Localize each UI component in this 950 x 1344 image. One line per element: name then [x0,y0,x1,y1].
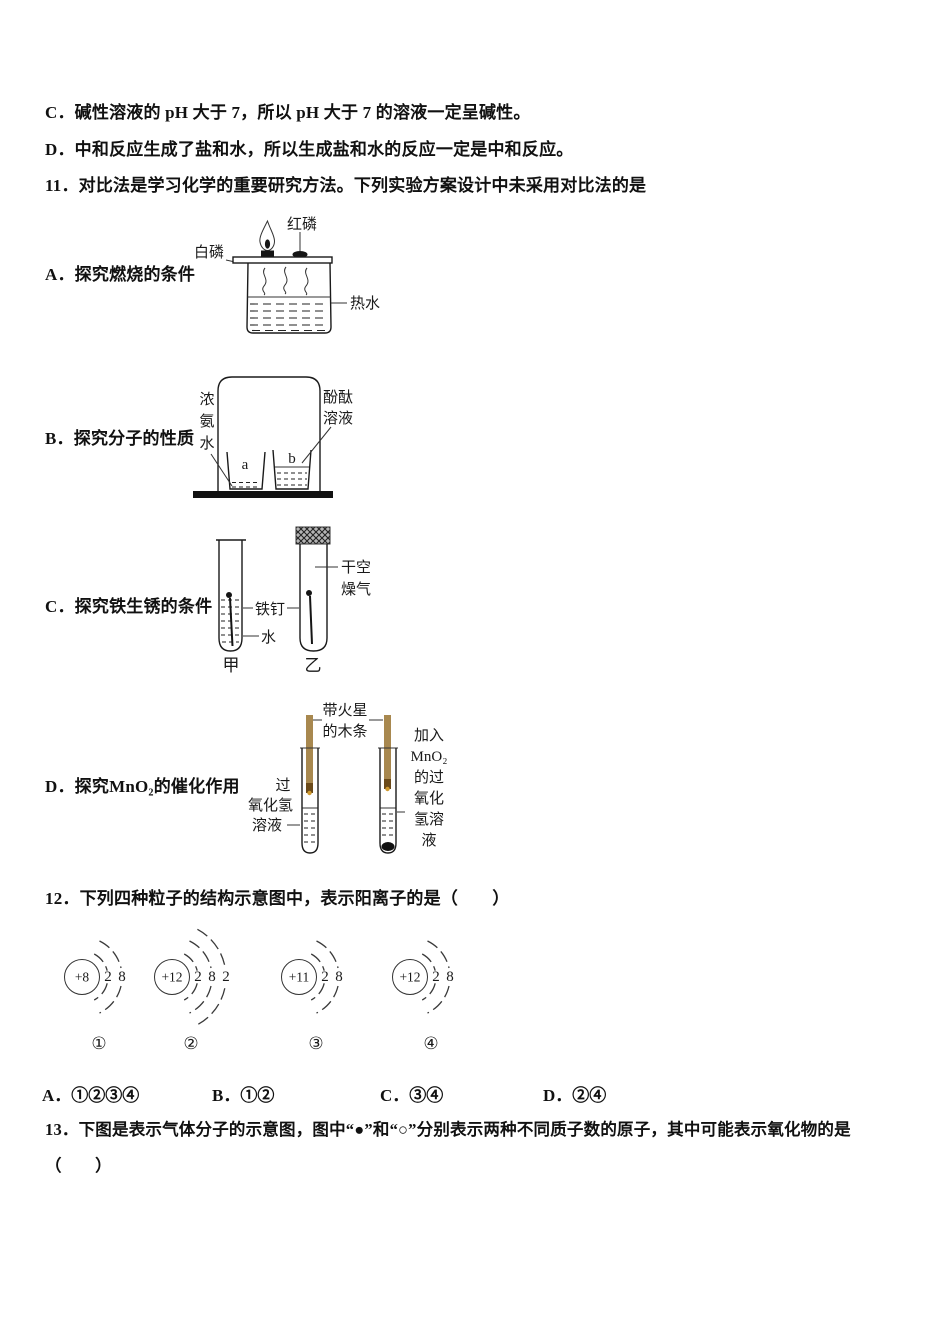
rubber-stopper [295,526,331,545]
svg-text:氢溶: 氢溶 [414,811,444,828]
test-tube-left [216,539,246,652]
shell-count: 2 [432,969,440,985]
shell-count: 2 [222,969,230,985]
nucleus-charge: +8 [75,970,90,985]
shell-count: 8 [335,969,343,985]
label-water: 水 [261,629,276,646]
particle-diagram-3: +11 2 8 ③ [281,940,343,1053]
svg-text:水: 水 [199,435,214,452]
label-phenolphthalein: 酚酞 溶液 [323,389,353,427]
question-13-line1: 13．下图是表示气体分子的示意图，图中“●”和“○”分别表示两种不同质子数的原子… [45,1120,851,1139]
shell-count: 2 [104,969,112,985]
nucleus-charge: +11 [289,970,310,985]
experiment-d-title: D．探究MnO₂的催化作用 [45,777,240,796]
base-board [193,491,333,498]
shell-count: 8 [446,969,454,985]
label-tube-yi: 乙 [305,656,322,675]
wood-splint-right [384,715,391,792]
svg-text:溶液: 溶液 [323,410,353,427]
particle-diagram-2: +12 2 8 2 ② [154,928,230,1053]
svg-text:氨: 氨 [199,413,214,430]
experiment-b-title: B．探究分子的性质 [45,429,195,448]
beaker-a: a [226,451,266,490]
shell-count: 8 [208,969,216,985]
label-glowing-splint: 带火星 的木条 [322,702,367,740]
label-hot-water: 热水 [350,295,380,312]
svg-text:液: 液 [421,832,436,849]
ammonia-pointer-line [210,453,233,487]
q12-option-a: A．①②③④ [42,1086,140,1105]
svg-text:的过: 的过 [414,769,444,786]
question-12: 12．下列四种粒子的结构示意图中，表示阳离子的是（ ） [45,889,510,908]
label-ammonia: 浓 氨 水 [199,391,214,452]
statement-option-c: C．碱性溶液的 pH 大于 7，所以 pH 大于 7 的溶液一定呈碱性。 [45,103,531,122]
test-tube-h2o2-mno2 [378,747,398,854]
test-tube-right [295,526,331,652]
nucleus-charge: +12 [161,970,182,985]
svg-text:过: 过 [275,777,290,794]
plate [232,256,333,264]
figure-particle-diagrams: +8 2 8 ① +12 2 8 2 ② +11 [64,928,454,1053]
mno2-powder [381,842,395,851]
beaker-b-letter: b [288,451,296,467]
particle-number-label: ③ [308,1034,323,1053]
nucleus-charge: +12 [399,970,420,985]
iron-nail-right [306,590,313,645]
particle-number-label: ① [91,1034,106,1053]
q12-option-c: C．③④ [380,1086,444,1105]
figure-b-molecule-properties: a b 浓 氨 水 酚酞 溶液 [193,376,353,498]
q12-option-d: D．②④ [543,1086,607,1105]
label-h2o2-solution: 过 氧化氢 溶液 [248,777,293,834]
statement-option-d: D．中和反应生成了盐和水，所以生成盐和水的反应一定是中和反应。 [45,140,574,159]
svg-text:酚酞: 酚酞 [323,389,353,406]
iron-nail-left [226,592,234,647]
label-h2o2-with-mno2: 加入 MnO₂ 的过 氧化 氢溶 液 [411,727,448,849]
experiment-a-title: A．探究燃烧的条件 [45,265,196,284]
svg-text:氧化氢: 氧化氢 [248,797,293,814]
svg-text:溶液: 溶液 [252,817,282,834]
particle-diagram-4: +12 2 8 ④ [392,940,454,1053]
figure-c-iron-rusting: 甲 乙 铁钉 水 干空 燥气 [216,526,371,675]
label-red-phosphorus: 红磷 [287,216,317,233]
shell-count: 2 [321,969,329,985]
beaker-hot-water [246,262,332,334]
svg-text:的木条: 的木条 [322,723,367,740]
question-11: 11．对比法是学习化学的重要研究方法。下列实验方案设计中未采用对比法的是 [45,176,647,195]
question-13-line2: （ ） [45,1156,112,1175]
phenolphthalein-pointer-line [301,426,332,464]
figure-d-mno2-catalysis: 带火星 的木条 [248,702,448,854]
particle-number-label: ② [183,1034,198,1053]
svg-text:氧化: 氧化 [414,790,444,807]
red-phosphorus-blob [292,251,308,258]
wood-splint-left [306,715,313,796]
experiment-c-title: C．探究铁生锈的条件 [45,597,213,616]
bell-jar [217,376,321,491]
label-dry-air: 干空 燥气 [341,559,371,598]
svg-text:干空: 干空 [341,559,371,576]
figure-a-burning-conditions: 红磷 白磷 热水 [194,216,380,334]
shell-count: 2 [194,969,202,985]
test-tube-h2o2 [300,747,320,854]
particle-diagram-1: +8 2 8 ① [64,940,126,1053]
shell-count: 8 [118,969,126,985]
svg-text:燥气: 燥气 [341,581,371,598]
flame-icon [259,219,276,257]
svg-text:加入: 加入 [414,727,444,744]
beaker-b: b [272,449,312,490]
beaker-a-letter: a [242,457,249,473]
svg-text:浓: 浓 [199,391,214,408]
particle-number-label: ④ [423,1034,438,1053]
label-iron-nail: 铁钉 [255,601,285,618]
label-tube-jia: 甲 [223,656,240,675]
svg-text:带火星: 带火星 [322,702,367,719]
label-white-phosphorus: 白磷 [194,244,224,261]
q12-option-b: B．①② [212,1086,275,1105]
svg-text:MnO₂: MnO₂ [411,749,448,765]
